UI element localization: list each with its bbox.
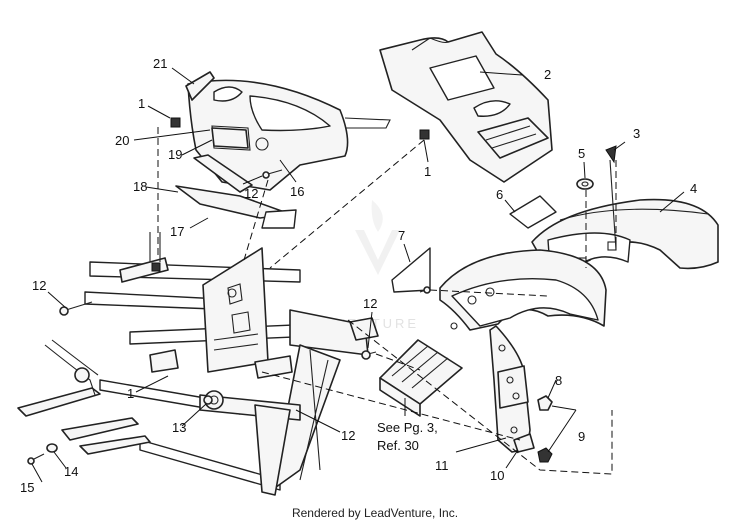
bolt-part-13 <box>203 395 213 405</box>
callout-6: 6 <box>496 187 503 202</box>
bolt-part-12 <box>59 169 431 360</box>
callout-15: 15 <box>20 480 34 495</box>
assembly-dashed-lines <box>157 127 617 475</box>
callout-21: 21 <box>153 56 167 71</box>
reference-note-line-1: See Pg. 3, <box>377 420 438 435</box>
callout-7: 7 <box>398 228 405 243</box>
callout-9: 9 <box>578 429 585 444</box>
bracket-plate <box>497 365 529 409</box>
bolt-part-15 <box>27 453 45 465</box>
bar-parts-17-18 <box>175 154 297 229</box>
callout-12: 12 <box>363 296 377 311</box>
frame-assembly <box>17 232 379 496</box>
callout-8: 8 <box>555 373 562 388</box>
callout-5: 5 <box>578 146 585 161</box>
reflector-part-21 <box>185 71 215 101</box>
callout-4: 4 <box>690 181 697 196</box>
nut-part-8 <box>537 395 553 463</box>
callout-18: 18 <box>133 179 147 194</box>
callout-14: 14 <box>64 464 78 479</box>
callout-19: 19 <box>168 147 182 162</box>
callout-labels: 21 1 20 19 18 17 12 16 1 2 3 5 6 4 7 12 … <box>20 56 697 495</box>
lens-part-19 <box>211 127 249 149</box>
leader-lines <box>31 67 685 483</box>
footrest-ref-30 <box>379 339 463 417</box>
washer-part-5 <box>576 178 594 190</box>
decal-part-7 <box>391 247 431 293</box>
callout-3: 3 <box>633 126 640 141</box>
clip-part-10 <box>513 433 535 453</box>
callout-1: 1 <box>138 96 145 111</box>
screw-part-3 <box>605 145 617 251</box>
console-part-2 <box>379 31 553 183</box>
watermark-logo <box>355 200 400 275</box>
callout-1: 1 <box>424 164 431 179</box>
callout-2: 2 <box>544 67 551 82</box>
callout-10: 10 <box>490 468 504 483</box>
callout-20: 20 <box>115 133 129 148</box>
callout-16: 16 <box>290 184 304 199</box>
clip-part-1 <box>151 117 430 272</box>
front-fender <box>439 249 607 331</box>
callout-12: 12 <box>244 186 258 201</box>
washer-part-14 <box>46 443 58 453</box>
callout-12: 12 <box>32 278 46 293</box>
callout-11: 11 <box>435 458 449 473</box>
callout-1: 1 <box>127 386 134 401</box>
front-panel-part-16 <box>187 79 391 191</box>
callout-12: 12 <box>341 428 355 443</box>
decal-part-6 <box>509 195 557 229</box>
reference-note-line-2: Ref. 30 <box>377 438 419 453</box>
callout-17: 17 <box>170 224 184 239</box>
render-credit: Rendered by LeadVenture, Inc. <box>291 506 459 520</box>
callout-13: 13 <box>172 420 186 435</box>
